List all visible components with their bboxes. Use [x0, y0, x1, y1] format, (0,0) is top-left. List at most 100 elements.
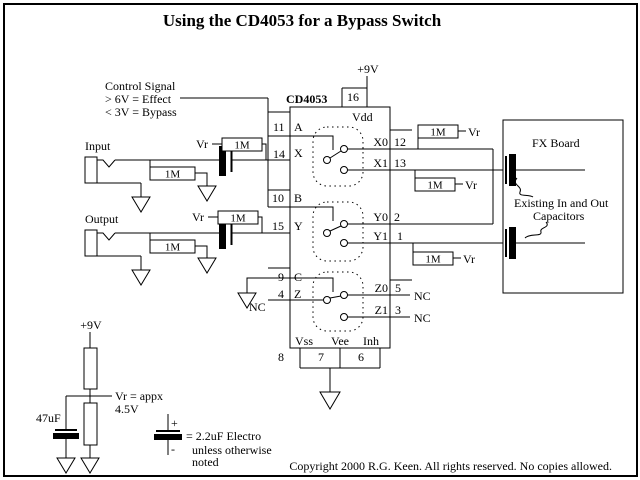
x1-bias-value: 1M [427, 180, 443, 192]
pin-z-label: Z [294, 287, 301, 301]
pin-x0-label: X0 [373, 135, 388, 149]
divider-resistor-bottom [83, 402, 98, 446]
right-pin-ticks [390, 129, 412, 281]
fx-input-cap-icon [505, 154, 516, 186]
ground-icon [80, 457, 100, 474]
cap-legend: + - = 2.2uF Electro unless otherwise not… [154, 414, 272, 469]
output-jack [84, 229, 98, 257]
pin-a-label: A [294, 120, 303, 134]
vr-note-line2: 4.5V [115, 402, 139, 416]
fx-board: FX Board Existing In and Out Capacitors [502, 119, 624, 294]
input-jack-tip-icon [97, 159, 116, 168]
vr-note-line1: Vr = appx [115, 389, 163, 403]
pin-2-number: 2 [394, 210, 400, 224]
ground-icon [237, 292, 257, 309]
pin-12-number: 12 [394, 135, 406, 149]
z0-nc-label: NC [414, 289, 431, 303]
ground-icon [197, 257, 217, 274]
switch-x-arm-icon [329, 150, 342, 159]
z1-nc-label: NC [414, 311, 431, 325]
switch-x-outline [312, 126, 364, 187]
legend-minus: - [171, 442, 175, 456]
input-vr-label: Vr [196, 137, 208, 151]
pin-6-number: 6 [358, 350, 364, 364]
ground-icon [56, 457, 76, 474]
output-section: Output 1M Vr 1M [84, 210, 323, 286]
switch-z1-contact-icon [340, 313, 348, 321]
control-note-line2: > 6V = Effect [105, 92, 172, 106]
right-side-nets: 1M Vr 1M Vr 1M Vr NC NC [347, 124, 505, 325]
fx-board-title: FX Board [532, 136, 580, 150]
pin-z0-label: Z0 [375, 281, 388, 295]
switch-z-arm-icon [329, 295, 342, 299]
pin-16-number: 16 [347, 90, 359, 104]
output-jack-tip-icon [97, 232, 116, 241]
switch-z0-contact-icon [340, 291, 348, 299]
page-title: Using the CD4053 for a Bypass Switch [163, 11, 442, 30]
x0-vr-label: Vr [468, 125, 480, 139]
chip-name: CD4053 [286, 92, 327, 106]
pin-13-number: 13 [394, 156, 406, 170]
supply-9v-label: +9V [357, 62, 379, 76]
switch-z-pivot-icon [323, 296, 331, 304]
ground-icon [197, 185, 217, 202]
select-a-wire [268, 135, 334, 150]
pin-x1-label: X1 [373, 156, 388, 170]
output-pulldown-resistor [149, 239, 196, 254]
pin-7-number: 7 [318, 350, 324, 364]
input-jack [84, 156, 98, 184]
pin-9-number: 9 [278, 270, 284, 284]
control-note-line1: Control Signal [105, 79, 176, 93]
pin-inh-label: Inh [363, 334, 379, 348]
vr-bias-divider: +9V 47uF Vr = appx 4.5V [36, 318, 163, 474]
output-bias-value: 1M [230, 213, 246, 225]
switch-section-y [312, 201, 364, 262]
cap-callout-squiggle-bottom [524, 221, 548, 239]
select-b-wire [268, 206, 334, 221]
pin-vee-label: Vee [331, 334, 349, 348]
x0-y0-bypass-loop [347, 138, 494, 225]
pin-vdd-label: Vdd [352, 110, 373, 124]
pin-14-number: 14 [273, 147, 285, 161]
pin-1-number: 1 [397, 229, 403, 243]
left-pin-ticks [268, 111, 290, 269]
cap-47uf-label: 47uF [36, 411, 61, 425]
switch-x-pivot-icon [323, 156, 331, 164]
pin-15-number: 15 [272, 219, 284, 233]
switch-y-pivot-icon [323, 229, 331, 237]
cap-47uf-icon [53, 429, 79, 439]
switch-y-outline [312, 201, 364, 262]
pin-4-nc-label: NC [249, 300, 266, 314]
pin-y1-label: Y1 [373, 229, 388, 243]
control-signal-note: Control Signal > 6V = Effect < 3V = Bypa… [105, 79, 177, 119]
output-label: Output [85, 212, 119, 226]
input-section: Input 1M Vr 1M [84, 137, 323, 213]
output-pulldown-value: 1M [165, 242, 181, 254]
input-pulldown-value: 1M [165, 169, 181, 181]
pin-y0-label: Y0 [373, 210, 388, 224]
pin-11-number: 11 [273, 120, 285, 134]
divider-wires [65, 332, 112, 458]
fx-caps-note-line2: Capacitors [533, 209, 585, 223]
pin-x-label: X [294, 146, 303, 160]
input-bias-value: 1M [234, 140, 250, 152]
switch-x0-contact-icon [340, 145, 348, 153]
control-signal-net [180, 97, 269, 207]
pin-y-label: Y [294, 219, 303, 233]
pin-3-number: 3 [395, 303, 401, 317]
divider-resistor-top [83, 347, 98, 390]
cap-callout-squiggle-top [514, 177, 534, 198]
pin-5-number: 5 [395, 281, 401, 295]
x0-bias-value: 1M [430, 127, 446, 139]
supply-9v-label: +9V [80, 318, 102, 332]
switch-section-z [312, 271, 364, 332]
pin-c-label: C [294, 270, 302, 284]
vdd-net [341, 76, 368, 107]
legend-line3: noted [192, 455, 219, 469]
cd4053-chip: CD4053 +9V 16 Vdd 11 A 14 X 10 B 15 Y 9 … [237, 62, 412, 410]
switch-y0-contact-icon [340, 220, 348, 228]
input-bias-lead [262, 143, 267, 160]
fx-caps-note-line1: Existing In and Out [514, 196, 609, 210]
output-coupling-cap-icon [219, 219, 233, 249]
